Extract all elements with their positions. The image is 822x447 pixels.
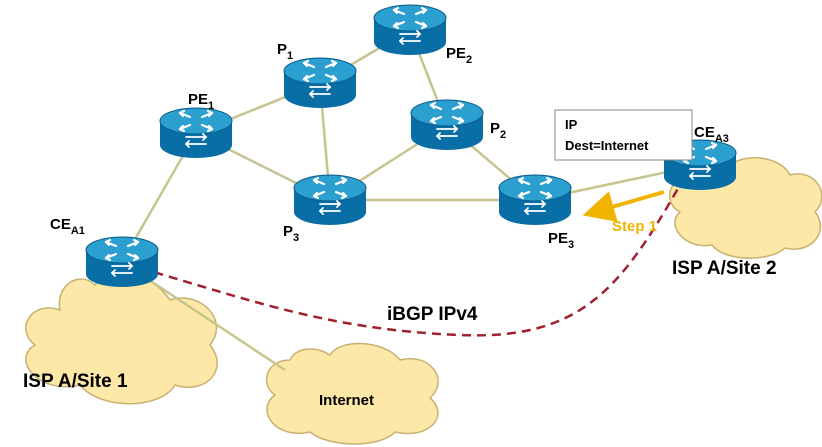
cloud-site2-label: ISP A/Site 2 bbox=[672, 258, 777, 279]
step-label: Step 1 bbox=[612, 218, 657, 235]
packet-line1: IP bbox=[565, 117, 578, 132]
label-pe1: PE1 bbox=[188, 91, 214, 112]
router-p3-icon bbox=[292, 173, 368, 227]
label-p2: P2 bbox=[490, 120, 506, 141]
cloud-site1-label: ISP A/Site 1 bbox=[23, 371, 128, 392]
label-cea3: CEA3 bbox=[694, 124, 729, 145]
packet-info-box: IP Dest=Internet bbox=[554, 109, 693, 161]
label-cea1: CEA1 bbox=[50, 216, 85, 237]
label-pe2: PE2 bbox=[446, 45, 472, 66]
router-pe3-icon bbox=[497, 173, 573, 227]
router-pe2-icon bbox=[372, 3, 448, 57]
router-p2-icon bbox=[409, 98, 485, 152]
cloud-internet-label: Internet bbox=[319, 392, 374, 409]
router-pe1-icon bbox=[158, 106, 234, 160]
packet-line2: Dest=Internet bbox=[565, 138, 649, 153]
ibgp-label: iBGP IPv4 bbox=[387, 304, 478, 325]
label-p3: P3 bbox=[283, 223, 299, 244]
cloud-internet bbox=[265, 342, 439, 445]
step-arrow bbox=[582, 190, 665, 222]
ibgp-session-line bbox=[139, 184, 682, 337]
label-p1: P1 bbox=[277, 41, 293, 62]
router-p1-icon bbox=[282, 56, 358, 110]
router-cea1-icon bbox=[84, 235, 160, 289]
label-pe3: PE3 bbox=[548, 230, 574, 251]
